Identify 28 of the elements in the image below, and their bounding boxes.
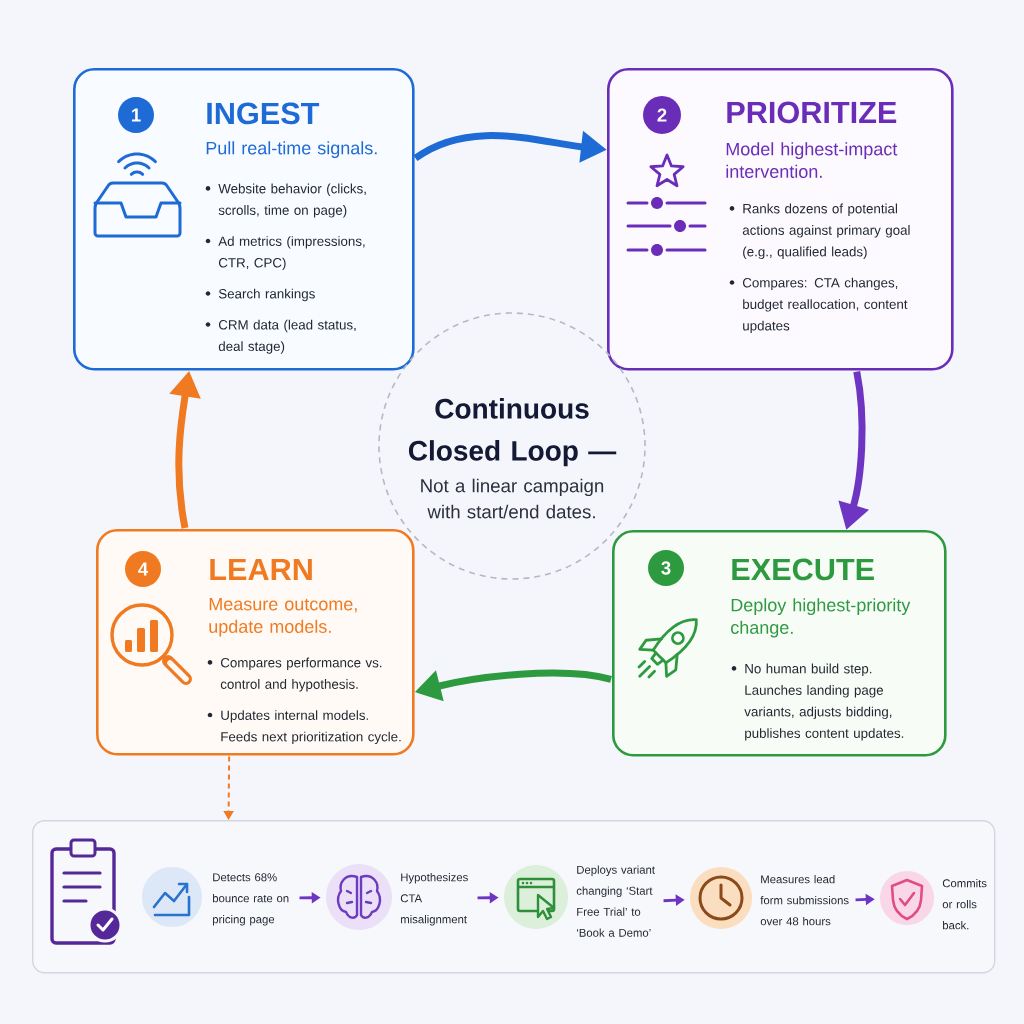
number-badge: 4: [125, 551, 161, 587]
bullet-text: Ranks dozens of potential actions against primary goal (e.g., qualified leads): [742, 203, 910, 260]
bullet-text: Compares performance vs. control and hypothesis.: [220, 657, 382, 692]
step-text: Measures lead form submissions over 48 hours: [760, 875, 849, 926]
step-text: Detects 68% bounce rate on pricing page: [213, 873, 289, 926]
card-subtitle: Model highest-impact intervention.: [726, 142, 898, 178]
number-badge: 1: [118, 97, 154, 133]
card-heading: LEARN: [210, 558, 312, 580]
card-heading: INGEST: [207, 102, 320, 125]
card-heading: EXECUTE: [732, 558, 874, 581]
bullet-text: CRM data (lead status, deal stage): [218, 319, 356, 354]
step-text: Deploys variant changing ‘Start Free Trial’ to ‘Book a Demo’: [576, 865, 655, 937]
bullet-text: Compares: CTA changes, budget reallocation, content updates: [742, 277, 908, 334]
bullet-text: Website behavior (clicks, scrolls, time on page): [218, 183, 366, 218]
loop-note: Not a linear campaign with start/end dates.: [421, 478, 604, 519]
number-badge: 2: [643, 96, 681, 134]
bullet-text: No human build step. Launches landing page variants, adjusts bidding, publishes content updates.: [744, 663, 904, 741]
number-badge: 3: [648, 550, 684, 586]
bullet-text: Updates internal models. Feeds next prioritization cycle.: [221, 710, 401, 745]
bullet-text: Search rankings: [218, 288, 315, 302]
loop-title: Continuous Closed Loop —: [408, 398, 617, 467]
card-subtitle: Measure outcome, update models.: [209, 597, 357, 637]
step-text: Commits or rolls back.: [942, 879, 987, 930]
step-text: Hypothesizes CTA misalignment: [400, 873, 468, 926]
card-subtitle: Pull real-time signals.: [206, 141, 377, 158]
bullet-text: Ad metrics (impressions, CTR, CPC): [218, 236, 365, 271]
card-subtitle: Deploy highest-priority change.: [731, 598, 911, 638]
card-heading: PRIORITIZE: [727, 101, 897, 124]
